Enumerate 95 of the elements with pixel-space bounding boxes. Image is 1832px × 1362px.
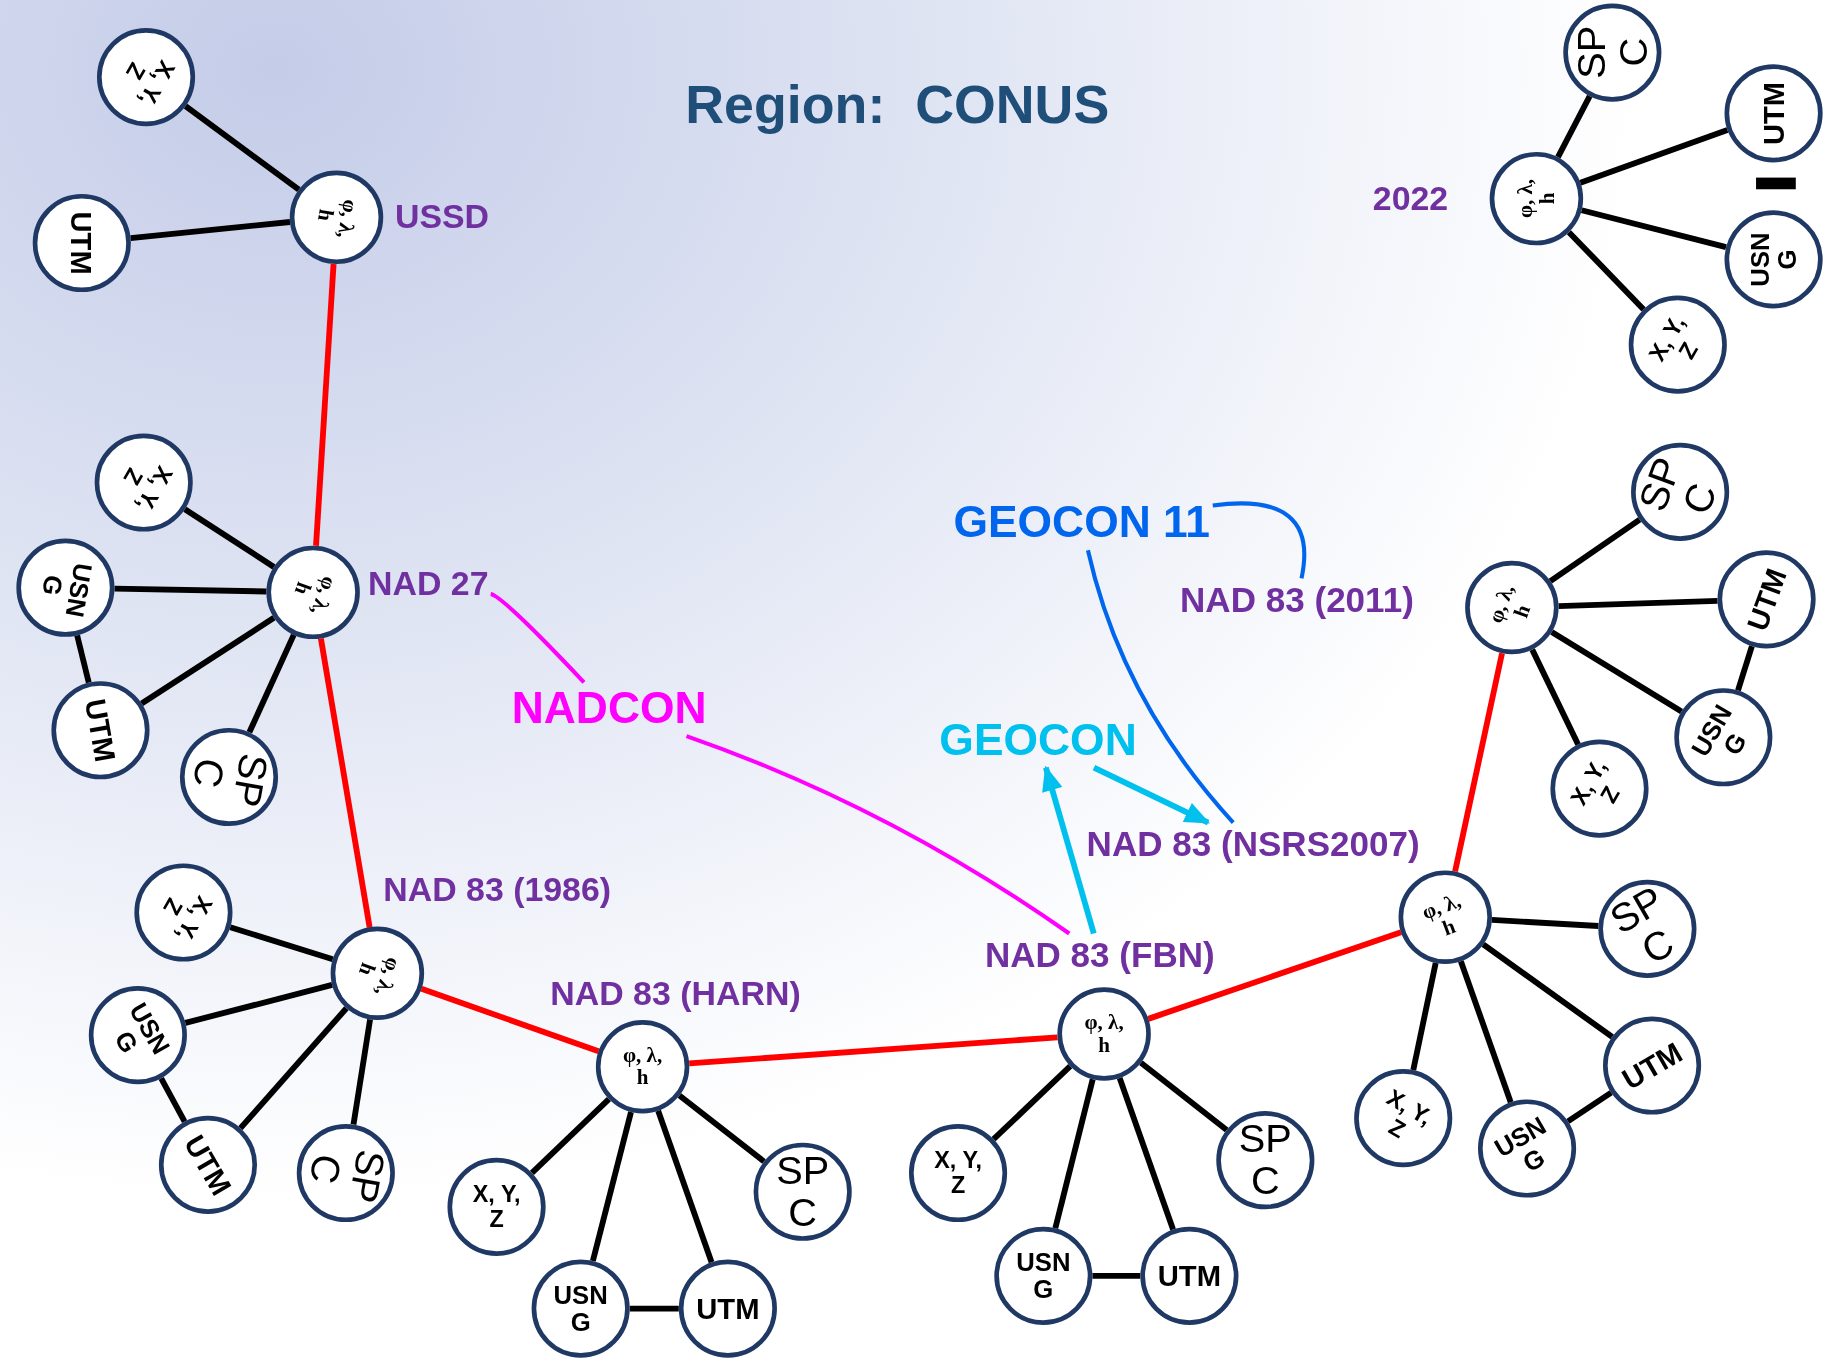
circle-text: UTM — [1758, 80, 1789, 147]
method-label: NADCON — [511, 684, 707, 734]
connector-line — [1458, 960, 1514, 1104]
diagram-title: Region: CONUS — [685, 72, 1110, 136]
datum-label: NAD 83 (2011) — [1180, 580, 1414, 620]
connector-line — [318, 637, 373, 928]
method-label: GEOCON — [939, 716, 1137, 766]
circle-text: φ, λ, h — [1083, 1011, 1125, 1057]
circle-text: USN G — [1488, 1109, 1553, 1180]
datum-label: 2022 — [1372, 181, 1449, 219]
connector-line — [1548, 517, 1642, 584]
circle-text: UTM — [66, 210, 98, 277]
circle-text: φ, λ, h — [1417, 887, 1465, 943]
connector-line — [1566, 1090, 1613, 1124]
connector-line — [1566, 230, 1646, 312]
connector-line — [655, 1109, 715, 1264]
connector-line — [183, 506, 276, 570]
circle-text: X, Y, Z — [1642, 310, 1704, 368]
circle-text: SP C — [1237, 1118, 1293, 1202]
connector-line — [1452, 652, 1505, 873]
circle-text: SP C — [1628, 450, 1726, 522]
circle-text: USN G — [35, 559, 98, 622]
connector-line — [1410, 962, 1439, 1071]
circle-text: UTM — [1615, 1034, 1689, 1098]
connector-line — [629, 1305, 679, 1312]
connector-line — [183, 103, 301, 192]
circle-text: UTM — [78, 695, 123, 767]
connector-line — [685, 734, 1071, 936]
datum-label: USSD — [394, 198, 490, 236]
datum-label: NAD 83 (1986) — [383, 871, 612, 909]
connector-line — [1092, 1272, 1141, 1279]
connector-line — [420, 986, 600, 1054]
connector-line — [158, 1076, 188, 1124]
arrow — [1092, 765, 1211, 826]
connector-line — [1139, 1060, 1229, 1133]
connector-line — [1147, 929, 1402, 1022]
connector-line — [1555, 94, 1593, 159]
circle-text: φ, λ, h — [289, 572, 343, 621]
circle-text: SP C — [184, 749, 277, 813]
circle-text: UTM — [1156, 1260, 1223, 1292]
circle-text: φ, λ, h — [353, 953, 407, 1002]
circle-text: USN G — [552, 1281, 609, 1336]
connector-line — [1052, 1078, 1096, 1229]
connector-line — [1491, 916, 1599, 929]
connector-line — [1550, 629, 1684, 715]
connector-line — [1529, 648, 1581, 746]
connector-line — [590, 1111, 634, 1262]
circle-text: φ, λ, h — [312, 196, 363, 243]
circle-text: X, Y, Z — [120, 55, 182, 113]
circle-text: X, Y, Z — [1381, 1082, 1438, 1145]
connector-line — [229, 924, 334, 963]
connector-line — [1579, 127, 1729, 186]
circle-text: SP C — [300, 1145, 393, 1209]
datum-label: NAD 83 (NSRS2007) — [1086, 824, 1420, 864]
connector-line — [246, 633, 297, 734]
circle-text: φ, λ, h — [622, 1044, 664, 1089]
circle-text: φ, λ, h — [1482, 580, 1536, 629]
circle-text: X, Y, Z — [157, 890, 219, 948]
connector-line — [1558, 598, 1718, 609]
connector-line — [140, 615, 276, 706]
datum-label: NAD 27 — [368, 565, 489, 603]
connector-line — [689, 1034, 1058, 1067]
circle-text: SP C — [1601, 876, 1682, 975]
circle-text: SP C — [1570, 25, 1655, 82]
connector-line — [1580, 207, 1727, 251]
circle-text: USN G — [1015, 1248, 1072, 1303]
connector-line — [991, 1064, 1073, 1142]
connector-line — [114, 585, 267, 595]
connector-line — [1735, 645, 1755, 692]
connector-line — [238, 1006, 349, 1131]
connector-line — [313, 263, 337, 546]
connector-line — [184, 982, 333, 1026]
circle-text: UTM — [1739, 563, 1794, 637]
circle-text: X, Y, Z — [471, 1182, 522, 1232]
connector-line — [350, 1018, 373, 1126]
connector-line — [1212, 501, 1307, 579]
circle-text: X, Y, Z — [933, 1148, 983, 1198]
connector-line — [677, 1093, 766, 1164]
circle-text: X, Y, Z — [1564, 754, 1626, 812]
circle-text: USN G — [1746, 231, 1801, 289]
connector-line — [74, 634, 92, 684]
datum-label: NAD 83 (FBN) — [984, 935, 1215, 975]
connector-line — [1085, 549, 1235, 824]
circle-text: X, Y, Z — [117, 460, 179, 518]
circle-text: φ, λ, h — [1514, 178, 1559, 221]
circle-text: SP C — [775, 1150, 831, 1234]
connector-line — [1116, 1077, 1176, 1231]
method-label: GEOCON 11 — [953, 498, 1210, 548]
circle-text: UTM — [695, 1293, 761, 1324]
connector-line — [529, 1096, 611, 1176]
datum-label: NAD 83 (HARN) — [550, 975, 801, 1013]
arrow — [1042, 765, 1097, 935]
connector-line — [1481, 942, 1614, 1040]
connector-line — [130, 219, 291, 241]
connector-line — [489, 592, 586, 684]
